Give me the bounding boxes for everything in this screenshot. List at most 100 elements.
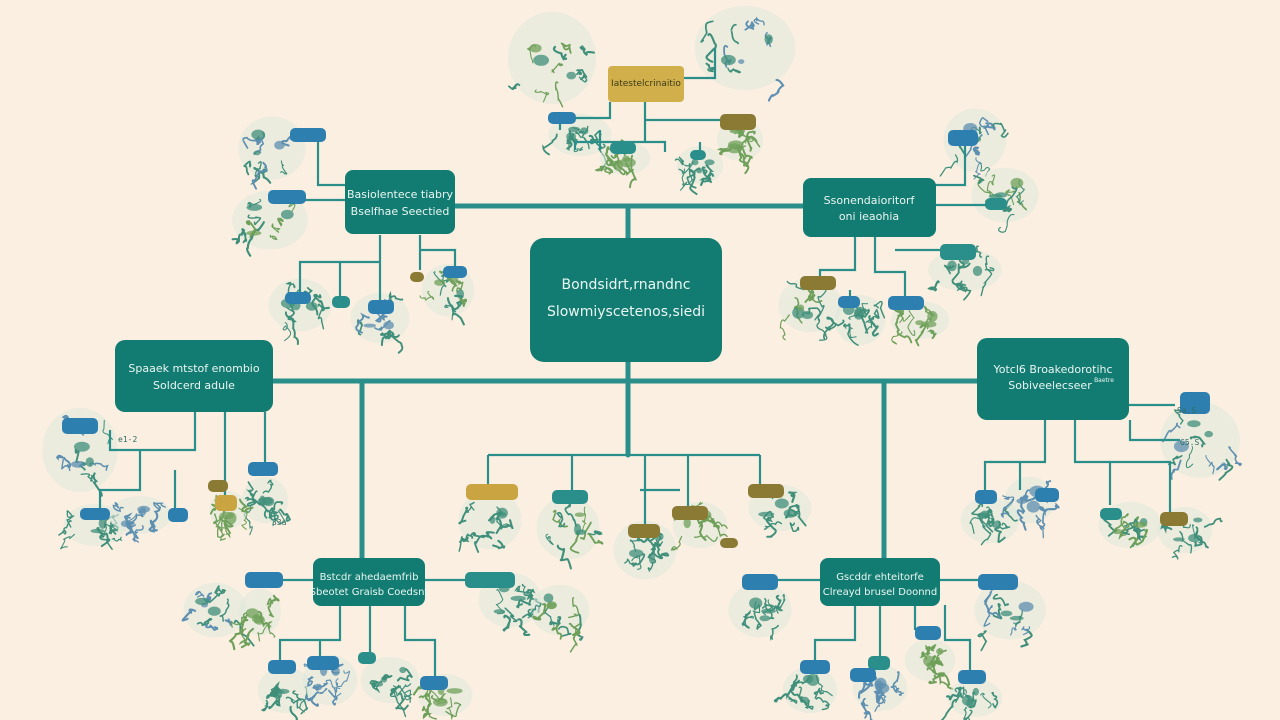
center-node-line2: Slowmiyscetenos,siedi: [547, 304, 705, 320]
leaf-pill: [610, 142, 636, 154]
illustration-cluster: [108, 496, 172, 543]
leaf-pill: [672, 506, 708, 520]
mid-right-node-line1: Yotcl6 Broakedorotihc: [992, 363, 1112, 376]
top-branch-right: [683, 48, 717, 80]
illustration-cluster: [773, 666, 838, 714]
mid-left-node-line2: Soldcerd adule: [153, 379, 235, 392]
leaf-pill: [410, 272, 424, 282]
illustration-cluster: [228, 588, 281, 651]
leaf-pill: [850, 668, 876, 682]
upper-left-node[interactable]: Basiolentece tiabry Bselfhae Seectied: [345, 170, 455, 234]
leaf-pill: [285, 292, 311, 304]
leaf-pill: [1180, 392, 1210, 414]
illustration-cluster: [360, 656, 420, 718]
bottom-right-node-line2: Clreayd brusel Doonnd: [823, 587, 937, 598]
leaf-pill: [332, 296, 350, 308]
leaf-pill: [208, 480, 228, 492]
illustration-cluster: [694, 6, 796, 102]
leaf-pill: [80, 508, 110, 520]
leaf-pill: [1160, 512, 1188, 526]
center-bottom-branches: [486, 453, 762, 530]
center-node[interactable]: Bondsidrt,rnandnc Slowmiyscetenos,siedi: [530, 238, 722, 362]
illustration-cluster: [257, 666, 313, 720]
center-node-line1: Bondsidrt,rnandnc: [562, 277, 691, 293]
top-node-label: Iatestelcrinaitio: [611, 79, 681, 89]
mid-right-branches: [983, 403, 1180, 515]
illustration-cluster: [904, 639, 956, 690]
leaf-pill: [245, 572, 283, 588]
leaf-pill: [552, 490, 588, 504]
bottom-left-node-line1: Bstcdr ahedaemfrib: [320, 572, 419, 583]
leaf-pill: [948, 130, 978, 146]
mid-right-node[interactable]: Yotcl6 Broakedorotihc Sobiveelecseer Bae…: [977, 338, 1129, 420]
bottom-left-branches: [265, 578, 465, 680]
bottom-left-node[interactable]: Bstcdr ahedaemfrib Sbeotet Graisb Coedsn…: [310, 558, 429, 606]
illustration-cluster: [350, 290, 410, 354]
upper-left-node-line1: Basiolentece tiabry: [347, 188, 454, 201]
illustration-cluster: [507, 11, 597, 108]
bottom-right-node-line1: Gscddr ehteitorfe: [836, 572, 924, 583]
upper-left-node-line2: Bselfhae Seectied: [351, 205, 450, 218]
leaf-pill: [420, 676, 448, 690]
illustration-cluster: [536, 496, 604, 570]
leaf-pill: [690, 150, 706, 160]
leaf-pill: [748, 484, 784, 498]
leaf-pill: [248, 462, 278, 476]
leaf-pill: [958, 670, 986, 684]
upper-right-node[interactable]: Ssonendaioritorf oni ieaohia: [803, 178, 936, 237]
leaf-pill: [465, 572, 515, 588]
decorative-illustrations: [42, 6, 1242, 720]
annotation-1: 33a: [272, 518, 287, 527]
mid-left-branches: [98, 412, 267, 515]
mid-right-node-line2: Sobiveelecseer: [1008, 379, 1092, 392]
leaf-pill: [975, 490, 997, 504]
leaf-pill: [466, 484, 518, 500]
top-branches: [558, 102, 725, 152]
bottom-left-node-line2: Sbeotet Graisb Coedsnt: [310, 587, 429, 598]
leaf-nodes: [62, 112, 1210, 690]
leaf-pill: [307, 656, 339, 670]
illustration-cluster: [238, 116, 306, 190]
upper-right-node-line1: Ssonendaioritorf: [824, 194, 916, 207]
leaf-pill: [290, 128, 326, 142]
leaf-pill: [720, 114, 756, 130]
illustration-cluster: [268, 278, 332, 346]
leaf-pill: [628, 524, 660, 538]
leaf-pill: [358, 652, 376, 664]
leaf-pill: [548, 112, 576, 124]
illustration-cluster: [231, 190, 308, 257]
leaf-pill: [268, 660, 296, 674]
leaf-pill: [168, 508, 188, 522]
leaf-pill: [888, 296, 924, 310]
illustration-cluster: [674, 146, 724, 196]
mid-left-node-line1: Spaaek mtstof enombio: [128, 362, 259, 375]
illustration-cluster: [1160, 402, 1242, 481]
top-node[interactable]: Iatestelcrinaitio: [608, 66, 684, 102]
illustration-cluster: [852, 664, 908, 720]
leaf-pill: [868, 656, 890, 670]
illustration-cluster: [458, 490, 522, 553]
mid-left-node[interactable]: Spaaek mtstof enombio Soldcerd adule: [115, 340, 273, 412]
annotation-3: Sa.S: [1177, 406, 1196, 415]
upper-right-branches: [818, 140, 990, 300]
leaf-pill: [742, 574, 778, 590]
illustration-cluster: [42, 408, 118, 497]
leaf-pill: [443, 266, 467, 278]
upper-left-branches: [298, 133, 457, 305]
leaf-pill: [368, 300, 394, 314]
illustration-cluster: [542, 114, 612, 172]
upper-right-node-line2: oni ieaohia: [839, 210, 899, 223]
leaf-pill: [215, 495, 237, 511]
leaf-pill: [268, 190, 306, 204]
leaf-pill: [720, 538, 738, 548]
leaf-pill: [978, 574, 1018, 590]
leaf-pill: [800, 276, 836, 290]
illustration-cluster: [527, 584, 590, 653]
leaf-pill: [940, 244, 976, 260]
bottom-right-branches: [760, 578, 1000, 675]
illustration-cluster: [940, 679, 1003, 720]
leaf-pill: [838, 296, 860, 308]
bottom-right-node[interactable]: Gscddr ehteitorfe Clreayd brusel Doonnd: [820, 558, 940, 606]
mid-right-node-tag: Baetre: [1094, 377, 1114, 384]
